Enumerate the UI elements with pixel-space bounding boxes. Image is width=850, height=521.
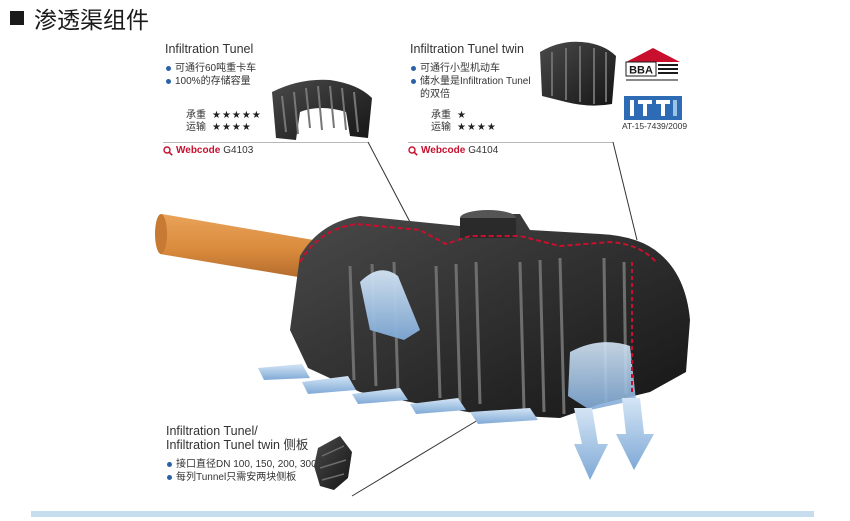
divider xyxy=(163,142,368,143)
rating-stars: ★★★★★ xyxy=(212,110,262,121)
twin-thumbnail xyxy=(540,41,616,106)
itt-code: AT-15-7439/2009 xyxy=(622,121,688,131)
water-outflow xyxy=(258,364,654,480)
list-item: 的双倍 xyxy=(420,89,450,100)
rating-stars: ★★★★ xyxy=(457,122,497,133)
product-twin-name: Infiltration Tunel twin xyxy=(410,42,524,56)
product-tunel-ratings: 承重 ★★★★★ 运输 ★★★★ xyxy=(180,110,262,134)
tunel-thumbnail xyxy=(272,79,372,140)
itt-logo xyxy=(624,96,682,120)
product-tunel-bullets: 可通行60吨重卡车 100%的存储容量 xyxy=(165,62,256,88)
webcode-label: Webcode xyxy=(176,145,221,156)
list-item: 可通行60吨重卡车 xyxy=(165,62,256,75)
rating-stars: ★★★★ xyxy=(212,122,252,133)
product-twin-info: Infiltration Tunel twin 可通行小型机动车 储水量是Inf… xyxy=(410,42,531,101)
list-item: 储水量是Infiltration Tunel xyxy=(410,75,531,88)
rating-label: 承重 xyxy=(186,110,206,121)
rating-row: 承重 ★★★★★ xyxy=(180,110,262,122)
divider xyxy=(408,142,613,143)
page-header: 渗透渠组件 xyxy=(10,2,149,34)
tunnel-body xyxy=(290,210,690,418)
callout-lines xyxy=(351,141,638,497)
product-twin-bullets: 可通行小型机动车 储水量是Infiltration Tunel 的双倍 xyxy=(410,62,531,101)
product-twin-ratings: 承重 ★ 运输 ★★★★ xyxy=(425,110,497,134)
bba-logo-text: BBA xyxy=(629,65,653,77)
rating-row: 运输 ★★★★ xyxy=(425,122,497,134)
footer-bar xyxy=(31,511,814,517)
rating-label: 运输 xyxy=(431,122,451,133)
bba-logo: BBA xyxy=(622,46,684,88)
side-panel-thumbnail xyxy=(314,436,352,490)
rating-row: 运输 ★★★★ xyxy=(180,122,262,134)
magnifier-icon xyxy=(408,145,418,156)
webcode-label: Webcode xyxy=(421,145,466,156)
product-side-info: Infiltration Tunel/ Infiltration Tunel t… xyxy=(166,424,317,484)
list-item: 可通行小型机动车 xyxy=(410,62,531,75)
webcode-value: G4103 xyxy=(223,145,254,156)
magnifier-icon xyxy=(163,145,173,156)
rating-label: 承重 xyxy=(431,110,451,121)
product-side-bullets: 接口直径DN 100, 150, 200, 300 每列Tunnel只需安两块侧… xyxy=(166,458,317,484)
page-title: 渗透渠组件 xyxy=(34,7,149,33)
list-item: 100%的存储容量 xyxy=(165,75,256,88)
rating-row: 承重 ★ xyxy=(425,110,497,122)
square-bullet-icon xyxy=(10,11,24,25)
product-side-name-2: Infiltration Tunel twin 侧板 xyxy=(166,438,309,452)
rating-stars: ★ xyxy=(457,110,467,121)
product-twin-webcode[interactable]: Webcode G4104 xyxy=(408,145,498,156)
product-tunel-webcode[interactable]: Webcode G4103 xyxy=(163,145,253,156)
product-tunel-name: Infiltration Tunel xyxy=(165,42,254,56)
webcode-value: G4104 xyxy=(468,145,499,156)
rating-label: 运输 xyxy=(186,122,206,133)
product-tunel-info: Infiltration Tunel 可通行60吨重卡车 100%的存储容量 xyxy=(165,42,256,88)
list-item: 接口直径DN 100, 150, 200, 300 xyxy=(166,458,317,471)
list-item: 每列Tunnel只需安两块侧板 xyxy=(166,471,317,484)
product-side-name-1: Infiltration Tunel/ xyxy=(166,424,258,438)
